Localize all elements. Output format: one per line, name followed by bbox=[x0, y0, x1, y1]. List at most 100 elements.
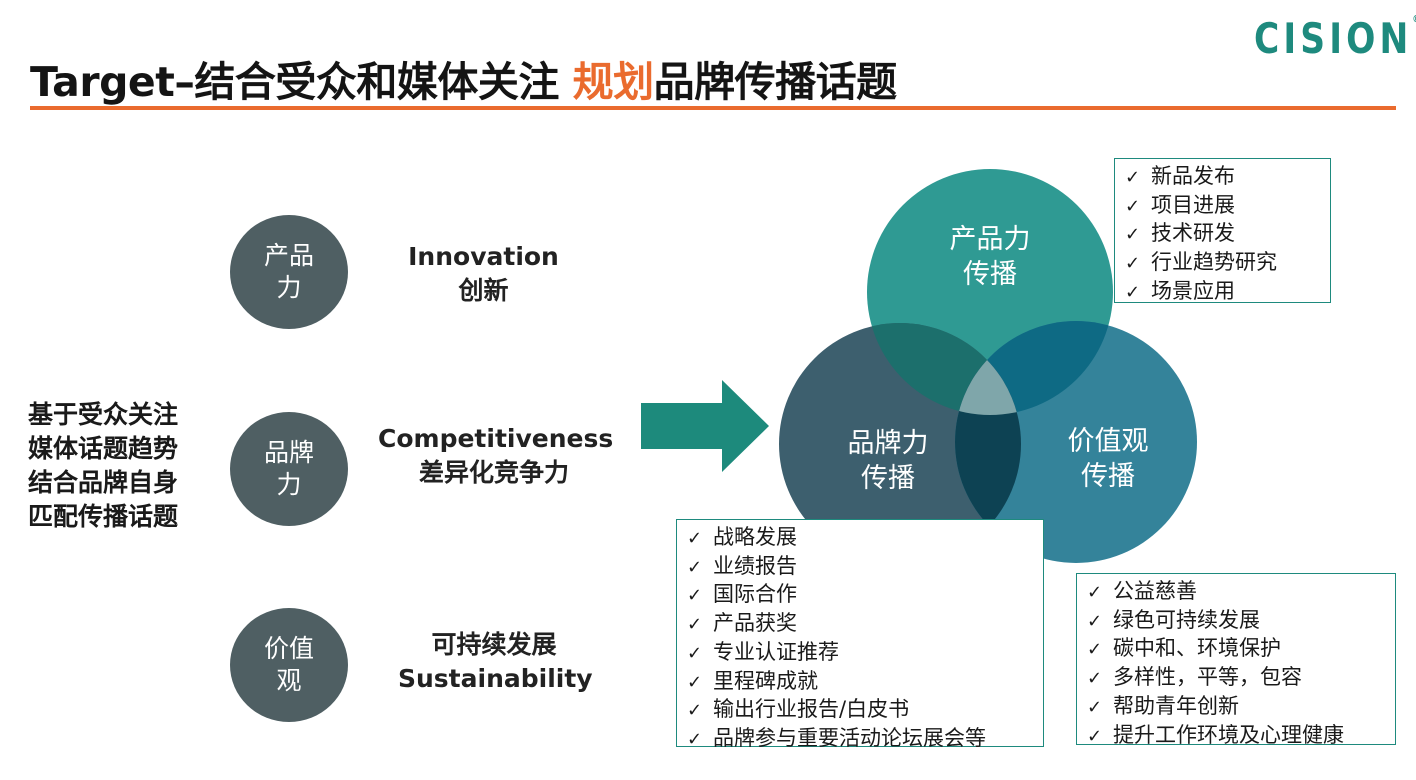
label-line: 差异化竞争力 bbox=[418, 458, 569, 487]
list-item: ✓碳中和、环境保护 bbox=[1087, 635, 1387, 664]
check-icon: ✓ bbox=[687, 642, 703, 664]
topic-text: 专业认证推荐 bbox=[713, 639, 839, 664]
strategy-description: 基于受众关注 媒体话题趋势 结合品牌自身 匹配传播话题 bbox=[28, 398, 218, 534]
pillar-product-label: Innovation 创新 bbox=[396, 240, 571, 308]
topic-text: 国际合作 bbox=[713, 582, 797, 607]
title-tail: 品牌传播话题 bbox=[653, 58, 898, 106]
title-accent: 规划 bbox=[572, 58, 655, 106]
pillar-product-badge: 产品力 bbox=[230, 215, 348, 329]
list-item: ✓ 项目进展 bbox=[1125, 192, 1322, 221]
topic-text: 公益慈善 bbox=[1113, 579, 1197, 603]
label-line: Innovation bbox=[408, 242, 559, 271]
label-line: Sustainability bbox=[398, 664, 593, 693]
pillar-value-label: 可持续发展 Sustainability bbox=[398, 628, 593, 696]
list-item: ✓ 输出行业报告/白皮书 bbox=[687, 696, 1035, 725]
topic-text: 技术研发 bbox=[1151, 221, 1235, 246]
list-item: ✓ 产品获奖 bbox=[687, 610, 1035, 639]
value-topics-box: ✓公益慈善 ✓绿色可持续发展 ✓碳中和、环境保护 ✓多样性，平等，包容 ✓帮助青… bbox=[1076, 573, 1396, 747]
pillar-brand-badge: 品牌力 bbox=[230, 412, 348, 526]
topic-text: 多样性，平等，包容 bbox=[1113, 665, 1302, 690]
list-item: ✓ 技术研发 bbox=[1125, 220, 1322, 249]
venn-overlap-product-value bbox=[955, 321, 1113, 415]
list-item: ✓ 业绩报告 bbox=[687, 553, 1035, 582]
venn-label-line: 品牌力 bbox=[847, 428, 929, 459]
topic-text: 碳中和、环境保护 bbox=[1113, 636, 1281, 661]
topic-text: 项目进展 bbox=[1151, 192, 1235, 217]
venn-label-line: 价值观 bbox=[1067, 426, 1149, 457]
topic-text: 输出行业报告/白皮书 bbox=[713, 697, 910, 722]
check-icon: ✓ bbox=[1087, 668, 1103, 690]
topic-text: 绿色可持续发展 bbox=[1113, 607, 1260, 632]
label-line: 可持续发展 bbox=[431, 630, 557, 659]
check-icon: ✓ bbox=[687, 528, 703, 549]
list-item: ✓ 帮助青年创新 bbox=[1087, 693, 1387, 722]
check-icon: ✓ bbox=[1087, 725, 1103, 747]
product-topics-box: ✓ 新品发布 ✓ 项目进展 ✓ 技术研发 ✓ 行业趋势研究 ✓ 场景应用 bbox=[1114, 158, 1331, 303]
topic-text: 行业趋势研究 bbox=[1151, 250, 1277, 275]
list-item: ✓ 品牌参与重要活动论坛展会等 bbox=[687, 725, 1035, 754]
strategy-line: 基于受众关注 bbox=[28, 400, 179, 429]
topic-text: 产品获奖 bbox=[713, 611, 797, 636]
title-divider bbox=[30, 106, 1396, 110]
list-item: ✓ 行业趋势研究 bbox=[1125, 249, 1322, 278]
list-item: ✓ 专业认证推荐 bbox=[687, 639, 1035, 668]
check-icon: ✓ bbox=[687, 614, 703, 636]
check-icon: ✓ bbox=[1125, 195, 1141, 217]
list-item: ✓ 提升工作环境及心理健康 bbox=[1087, 722, 1387, 751]
list-item: ✓ 多样性，平等，包容 bbox=[1087, 664, 1387, 693]
pill-line: 价值 bbox=[263, 634, 314, 663]
strategy-line: 媒体话题趋势 bbox=[28, 434, 179, 463]
venn-label-brand: 品牌力传播 bbox=[828, 426, 948, 496]
check-icon: ✓ bbox=[1125, 281, 1141, 303]
venn-label-value: 价值观传播 bbox=[1048, 424, 1168, 494]
venn-label-line: 传播 bbox=[861, 463, 915, 494]
brand-topics-box: ✓ 战略发展 ✓ 业绩报告 ✓ 国际合作 ✓ 产品获奖 ✓ 专业认证推荐 ✓ 里程碑成就 ✓… bbox=[676, 519, 1044, 750]
check-icon: ✓ bbox=[1087, 610, 1103, 632]
venn-label-product: 产品力传播 bbox=[930, 222, 1050, 292]
label-line: 创新 bbox=[458, 276, 509, 305]
cision-logo: CISION® bbox=[1254, 14, 1416, 63]
venn-label-line: 产品力 bbox=[949, 224, 1031, 255]
venn-label-line: 传播 bbox=[963, 259, 1017, 290]
pill-line: 力 bbox=[276, 470, 302, 499]
topic-text: 提升工作环境及心理健康 bbox=[1113, 722, 1344, 747]
check-icon: ✓ bbox=[687, 728, 703, 750]
check-icon: ✓ bbox=[1125, 167, 1141, 188]
check-icon: ✓ bbox=[1125, 253, 1141, 275]
list-item: ✓ 国际合作 bbox=[687, 581, 1035, 610]
check-icon: ✓ bbox=[1087, 582, 1103, 603]
strategy-line: 结合品牌自身 bbox=[28, 468, 179, 497]
strategy-line: 匹配传播话题 bbox=[28, 502, 179, 531]
label-line: Competitiveness bbox=[378, 424, 614, 453]
topic-text: 新品发布 bbox=[1151, 164, 1235, 188]
arrow-right-icon bbox=[641, 380, 769, 472]
pill-line: 产品 bbox=[263, 241, 314, 270]
list-item: ✓ 里程碑成就 bbox=[687, 668, 1035, 697]
check-icon: ✓ bbox=[687, 671, 703, 693]
topic-text: 场景应用 bbox=[1151, 278, 1235, 303]
pillar-value-badge: 价值观 bbox=[230, 608, 348, 722]
list-item: ✓ 场景应用 bbox=[1125, 278, 1322, 307]
pill-line: 力 bbox=[276, 273, 302, 302]
list-item: ✓ 新品发布 bbox=[1125, 163, 1322, 192]
list-item: ✓ 绿色可持续发展 bbox=[1087, 607, 1387, 636]
topic-text: 里程碑成就 bbox=[713, 668, 818, 693]
topic-text: 品牌参与重要活动论坛展会等 bbox=[713, 725, 986, 750]
pill-line: 品牌 bbox=[263, 438, 314, 467]
title-main: Target–结合受众和媒体关注 bbox=[30, 58, 573, 106]
topic-text: 帮助青年创新 bbox=[1113, 693, 1239, 718]
check-icon: ✓ bbox=[687, 700, 703, 722]
topic-text: 战略发展 bbox=[713, 525, 797, 549]
pillar-brand-label: Competitiveness 差异化竞争力 bbox=[378, 422, 614, 490]
check-icon: ✓ bbox=[1087, 696, 1103, 718]
venn-label-line: 传播 bbox=[1081, 461, 1135, 492]
list-item: ✓ 公益慈善 bbox=[1087, 578, 1387, 607]
check-icon: ✓ bbox=[687, 585, 703, 607]
logo-registered-mark: ® bbox=[1412, 14, 1416, 25]
check-icon: ✓ bbox=[1125, 224, 1141, 246]
check-icon: ✓ bbox=[687, 556, 703, 578]
topic-text: 业绩报告 bbox=[713, 553, 797, 578]
venn-overlap-product-brand bbox=[867, 323, 1021, 415]
page-title: Target–结合受众和媒体关注 规划品牌传播话题 bbox=[30, 48, 897, 108]
